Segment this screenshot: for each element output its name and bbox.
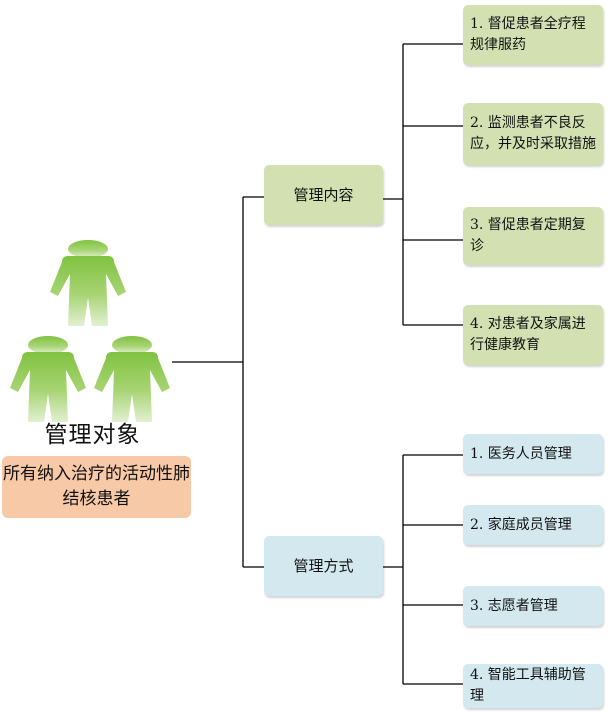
content-item-label: 2. 监测患者不良反应，并及时采取措施 (470, 115, 596, 152)
content-item-label: 1. 督促患者全疗程规律服药 (470, 16, 586, 53)
content-item-label: 4. 对患者及家属进行健康教育 (470, 316, 586, 353)
content-item: 2. 监测患者不良反应，并及时采取措施 (463, 103, 603, 165)
method-item-label: 2. 家庭成员管理 (470, 516, 572, 533)
method-item-label: 1. 医务人员管理 (470, 445, 572, 462)
content-node: 管理内容 (264, 165, 383, 225)
content-item: 1. 督促患者全疗程规律服药 (463, 5, 603, 65)
method-item: 1. 医务人员管理 (463, 434, 603, 474)
method-item-label: 4. 智能工具辅助管理 (470, 667, 586, 704)
content-item: 3. 督促患者定期复诊 (463, 207, 603, 265)
root-title: 管理对象 (44, 422, 141, 448)
content-item-label: 3. 督促患者定期复诊 (470, 217, 586, 254)
methods-node: 管理方式 (264, 536, 383, 596)
method-item: 3. 志愿者管理 (463, 586, 603, 626)
method-item-label: 3. 志愿者管理 (470, 597, 558, 614)
people-group-icon (10, 240, 170, 422)
method-item: 2. 家庭成员管理 (463, 505, 603, 545)
subject-box: 所有纳入治疗的活动性肺结核患者 (2, 456, 191, 518)
method-item: 4. 智能工具辅助管理 (463, 664, 603, 708)
content-item: 4. 对患者及家属进行健康教育 (463, 305, 603, 365)
